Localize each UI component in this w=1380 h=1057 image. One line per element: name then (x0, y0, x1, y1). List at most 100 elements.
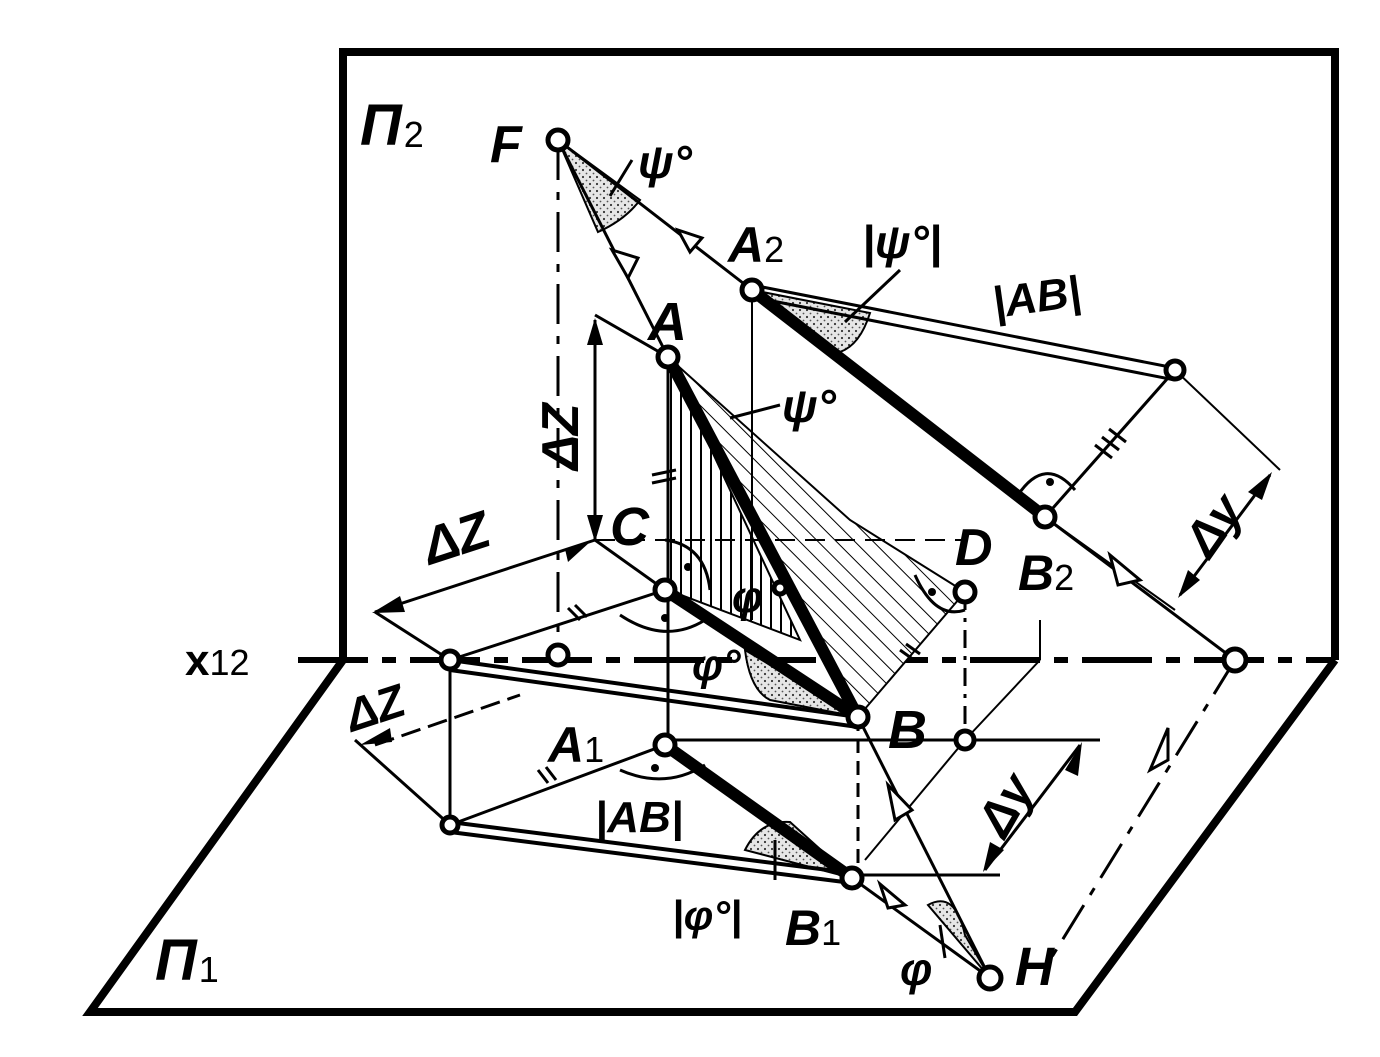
leader-phi-bottom (938, 924, 947, 959)
point-d1 (953, 728, 977, 752)
line-b-h (856, 716, 992, 979)
point-b1 (839, 865, 865, 891)
label-dz-vertical: ΔZ (532, 401, 590, 472)
line-x-h (1048, 659, 1237, 961)
point-phi-small (771, 579, 789, 597)
label-dz-diag: ΔZ (414, 500, 499, 577)
label-a2: A2 (726, 217, 784, 273)
arrow-dz-small (360, 728, 392, 745)
point-f (545, 127, 571, 153)
label-ab-true-bottom: |AB| (595, 793, 683, 842)
arrow-dz-diag-2 (565, 542, 590, 562)
label-dy-right: Δy (1172, 482, 1255, 568)
right-angle-b2 (1016, 472, 1077, 496)
point-top-right (1163, 358, 1187, 382)
open-arrow-b1h (876, 879, 909, 910)
point-a (655, 344, 681, 370)
arrow-dz-diag (372, 596, 405, 613)
label-ab-true-top: |AB| (990, 267, 1084, 328)
label-phi-deg: φ° (692, 641, 741, 690)
point-x-right (1221, 646, 1249, 674)
segment-a1-b1 (661, 740, 856, 883)
arrow-dz-up (587, 318, 603, 345)
label-b2: B2 (1018, 545, 1074, 601)
label-f: F (490, 116, 523, 174)
dim-dz-small (374, 693, 521, 747)
label-dy-bottom: Δy (965, 762, 1046, 847)
right-angle-a1 (619, 763, 706, 781)
leader-psi-true (843, 268, 902, 324)
segment-c-b (661, 584, 862, 723)
leader-psi-mid (729, 403, 781, 420)
open-arrow-bh (885, 780, 915, 823)
ext-dy-2 (1044, 516, 1176, 611)
label-h: H (1015, 937, 1055, 997)
line-x-b-b (449, 668, 859, 729)
line-d-b2 (964, 659, 1041, 741)
label-dz-small: ΔZ (337, 673, 413, 742)
arrow-dy-bottom-b (983, 842, 1004, 872)
ext-dy-1 (1174, 369, 1281, 471)
label-phi-bottom: φ (900, 943, 932, 995)
line-ab-true-bottom-a (449, 820, 853, 875)
line-a2-t2 (751, 295, 1176, 382)
point-bottom-left (439, 814, 461, 836)
point-b2 (1032, 504, 1058, 530)
point-a1 (652, 732, 678, 758)
segment-a-b (662, 354, 864, 720)
equal-ticks (536, 427, 1127, 784)
open-arrow-xh (1146, 727, 1170, 774)
line-f-a (556, 139, 670, 358)
label-a: A (646, 292, 687, 352)
label-b: B (888, 700, 927, 760)
line-b1-h (851, 876, 991, 980)
label-pi2: П2 (360, 93, 424, 158)
point-x-f (545, 642, 571, 668)
label-psi-top: ψ° (638, 136, 693, 188)
right-angle-c2 (664, 538, 712, 591)
line-ab-true-bottom-b (449, 830, 853, 885)
open-arrow-fa2 (674, 227, 705, 255)
dot-a1 (651, 764, 659, 772)
line-c-c (594, 538, 666, 592)
line-a1-left (449, 743, 666, 827)
label-psi-true: |ψ°| (862, 216, 942, 268)
open-arrow-fa (608, 247, 641, 282)
line-dz-tip (374, 610, 451, 662)
point-h (976, 964, 1004, 992)
line-dz-small (353, 738, 452, 827)
label-d: D (955, 519, 993, 577)
line-x-c (449, 588, 666, 662)
dot-c2 (684, 563, 692, 571)
label-phi-mid: φ (732, 573, 763, 622)
leader-psi-top (608, 159, 634, 197)
arrow-dy-right-a (1248, 472, 1272, 500)
label-c: C (610, 497, 650, 557)
label-b1: B1 (785, 900, 841, 956)
label-psi-mid: ψ° (782, 380, 837, 432)
dim-dz-diag (374, 538, 596, 614)
line-x-b-a (449, 658, 859, 719)
arrow-dy-right-b (1178, 570, 1200, 598)
dot-c (661, 614, 669, 622)
arrow-dy-bottom-a (1065, 742, 1082, 776)
right-angle-c (619, 613, 706, 633)
right-angle-d (913, 574, 966, 614)
point-a2 (739, 277, 765, 303)
segment-a2-b2 (748, 285, 1049, 522)
label-a1: A1 (546, 717, 604, 773)
label-pi1: П1 (155, 928, 219, 993)
point-x-left (438, 648, 462, 672)
point-b (845, 704, 871, 730)
psi-angle-top (555, 137, 642, 234)
point-d (952, 579, 978, 605)
point-c (652, 577, 678, 603)
line-d-b1 (864, 739, 966, 861)
label-phi-true: |φ°| (672, 892, 742, 939)
open-arrow-b2 (1107, 550, 1144, 587)
line-a2-t1 (751, 283, 1176, 370)
dot-b2 (1046, 478, 1054, 486)
line-dz-top (594, 313, 669, 359)
arrow-dz-down (587, 515, 603, 542)
